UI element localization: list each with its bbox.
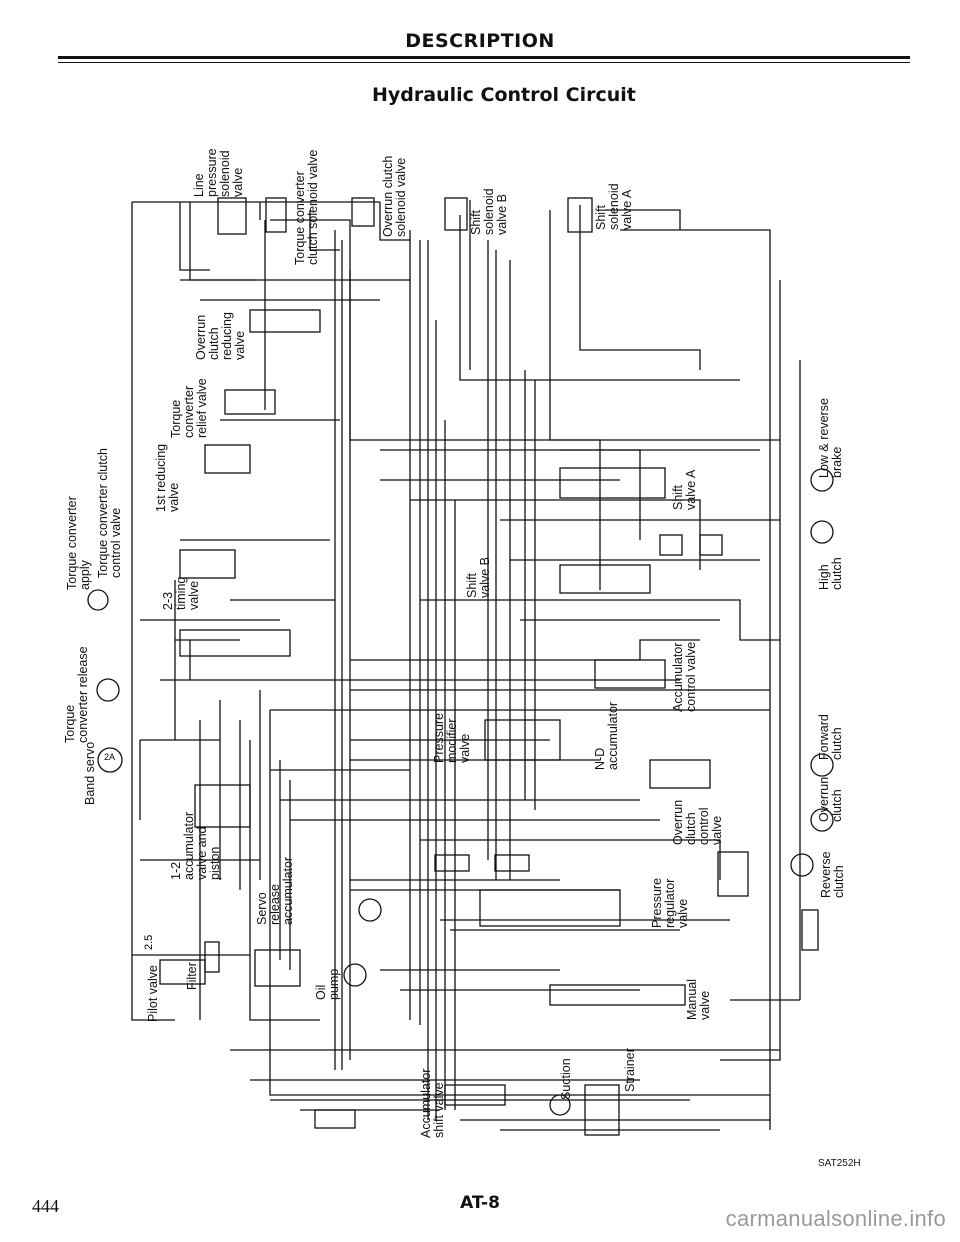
tcc-solenoid xyxy=(265,197,287,233)
title-rule-thin xyxy=(58,62,910,63)
suction-port xyxy=(549,1094,571,1116)
vertical-bus-lines xyxy=(334,230,456,1120)
overrun-clutch-solenoid xyxy=(351,197,375,227)
accumulator-1-2 xyxy=(194,784,251,828)
lbl-forward-clutch: Forward clutch xyxy=(817,714,844,760)
lbl-port-25: 2.5 xyxy=(143,935,155,950)
lbl-pilot-valve: Pilot valve xyxy=(146,965,160,1022)
first-reducing-valve xyxy=(204,444,251,474)
accumulator-shift-valve xyxy=(444,1084,506,1106)
watermark: carmanualsonline.info xyxy=(725,1206,946,1231)
lbl-port-2a: 2A xyxy=(104,752,115,762)
reverse-clutch-chamber xyxy=(801,909,819,951)
accumulator-small-d xyxy=(494,854,530,872)
filter xyxy=(204,941,220,973)
left-side-lines-2 xyxy=(139,580,260,861)
lbl-tc-release: Torque converter release xyxy=(63,646,90,743)
shift-solenoid-b xyxy=(444,197,468,231)
figure-code: SAT252H xyxy=(818,1158,861,1169)
lbl-shift-valve-a: Shift valve A xyxy=(671,469,698,510)
manual-valve xyxy=(549,984,686,1006)
page-code: AT-8 xyxy=(460,1193,500,1213)
lbl-overrun-solenoid: Overrun clutch solenoid valve xyxy=(381,155,408,237)
lbl-timing-23: 2-3 timing valve xyxy=(161,576,201,610)
shift-valve-a xyxy=(559,467,666,499)
lbl-tc-relief: Torque converter relief valve xyxy=(169,378,209,438)
cross-lines-4 xyxy=(270,739,721,880)
line-pressure-solenoid xyxy=(217,197,247,235)
lbl-accum-12: 1-2 accumulator valve and piston xyxy=(169,811,222,880)
cross-lines-3 xyxy=(350,599,780,691)
lbl-tc-apply: Torque converter apply xyxy=(65,496,92,590)
timing-valve-23 xyxy=(179,549,236,579)
accumulator-small-b xyxy=(699,534,723,556)
band-servo-circle xyxy=(97,747,123,773)
lbl-pressure-modifier: Pressure modifier valve xyxy=(432,712,472,763)
lbl-tcc-solenoid: Torque converter clutch solenoid valve xyxy=(293,149,320,265)
figure-title: Hydraulic Control Circuit xyxy=(372,84,636,106)
reverse-clutch xyxy=(790,853,814,877)
lbl-reverse-clutch: Reverse clutch xyxy=(819,851,846,898)
hydraulic-circuit-diagram: 2.5 2A xyxy=(87,197,834,1136)
lbl-low-reverse: Low & reverse brake xyxy=(817,398,844,478)
oil-pump xyxy=(343,963,367,987)
overrun-clutch xyxy=(810,808,834,832)
lbl-manual-valve: Manual valve xyxy=(685,979,712,1020)
lbl-nd-accumulator: N-D accumulator xyxy=(593,701,620,770)
lbl-first-reducing: 1st reducing valve xyxy=(154,443,181,512)
page-number: 444 xyxy=(32,1196,59,1216)
pump-drive xyxy=(358,898,382,922)
cross-lines-6 xyxy=(230,1049,780,1131)
right-feed-line xyxy=(720,280,801,1061)
vertical-bus-lines-2 xyxy=(487,210,641,880)
lbl-overrun-clutch: Overrun clutch xyxy=(817,776,844,822)
lbl-oil-pump: Oil pump xyxy=(314,968,341,1000)
solenoid-feed-lines-2 xyxy=(459,200,740,381)
lbl-filter: Filter xyxy=(185,962,199,990)
lbl-overrun-control: Overrun clutch control valve xyxy=(671,799,724,845)
tc-relief-valve xyxy=(224,389,276,415)
cross-lines-2 xyxy=(350,439,780,570)
shift-solenoid-a xyxy=(567,197,593,233)
lbl-accum-shift: Accumulator shift valve xyxy=(419,1068,446,1138)
title-rule xyxy=(58,56,910,59)
accumulator-right xyxy=(717,851,749,897)
tc-apply-circle xyxy=(87,589,109,611)
accumulator-small-c xyxy=(434,854,470,872)
tcc-control-valve xyxy=(179,629,291,657)
forward-clutch xyxy=(810,753,834,777)
lbl-suction: Suction xyxy=(559,1058,573,1100)
accumulator-small-a xyxy=(659,534,683,556)
left-side-lines xyxy=(199,690,320,1021)
strainer xyxy=(584,1084,620,1136)
servo-release-accumulator xyxy=(254,949,301,987)
lbl-accum-control: Accumulator control valve xyxy=(671,641,698,712)
shift-valve-b xyxy=(559,564,651,594)
lbl-shift-solenoid-b: Shift solenoid valve B xyxy=(469,188,509,235)
lbl-shift-solenoid-a: Shift solenoid valve A xyxy=(594,183,634,230)
lbl-overrun-reducing: Overrun clutch reducing valve xyxy=(194,312,247,360)
lbl-strainer: Strainer xyxy=(623,1048,637,1092)
cross-lines xyxy=(140,279,410,681)
high-clutch xyxy=(810,520,834,544)
lbl-pressure-regulator: Pressure regulator valve xyxy=(650,877,690,928)
lbl-tcc-control: Torque converter clutch control valve xyxy=(96,448,123,578)
low-reverse-brake xyxy=(810,468,834,492)
pressure-regulator-valve xyxy=(479,889,621,927)
lbl-line-pressure-solenoid: Line pressure solenoid valve xyxy=(192,148,245,197)
pressure-modifier-valve xyxy=(484,719,561,761)
lbl-band-servo: Band servo xyxy=(83,741,97,805)
lbl-shift-valve-b: Shift valve B xyxy=(465,557,492,598)
outer-line-path xyxy=(131,201,410,1021)
lbl-servo-release-accum: Servo release accumulator xyxy=(255,856,295,925)
tc-release-circle xyxy=(96,678,120,702)
lbl-high-clutch: High clutch xyxy=(817,557,844,590)
section-title: DESCRIPTION xyxy=(405,30,555,52)
overrun-reducing-valve xyxy=(249,309,321,333)
overrun-control-valve xyxy=(649,759,711,789)
accumulator-control-valve xyxy=(594,659,666,689)
accumulator-bottom xyxy=(314,1109,356,1129)
